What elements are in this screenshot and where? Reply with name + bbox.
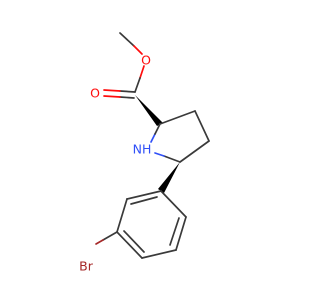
atom-label-carbonyl-oxygen: O <box>90 86 100 101</box>
bond-carbonyl-double-b-red <box>103 95 121 98</box>
bond-c-br <box>102 231 118 241</box>
bond-c3-c4 <box>194 110 210 142</box>
bond-n-c2-blue <box>150 133 156 143</box>
atom-label-bromine: Br <box>79 259 94 274</box>
bond-ar5-ar6 <box>175 216 187 251</box>
atom-label-nitrogen: NH <box>133 142 152 157</box>
bond-ar2-ar3 <box>116 198 128 233</box>
molecule-structure: O O NH Br <box>79 32 210 274</box>
bond-n-c2 <box>154 123 161 135</box>
bond-c2-c3 <box>159 110 196 125</box>
bond-ar1-ar2-inner <box>130 196 158 205</box>
bond-c5-n <box>163 155 181 163</box>
bond-methyl-o-red <box>133 45 143 55</box>
bond-ar5-ar6-inner <box>169 217 180 246</box>
bond-methyl-o <box>119 32 135 47</box>
bond-ar6-ar1 <box>160 190 187 218</box>
bond-ar4-ar5 <box>141 249 177 259</box>
bond-ar1-ar2 <box>126 190 162 200</box>
bond-c-br-colored <box>95 239 104 245</box>
wedge-bond-c5 <box>158 162 180 193</box>
bond-o-carbonylc <box>134 77 141 93</box>
bond-ar3-ar4 <box>116 231 143 259</box>
wedge-bond-c2 <box>135 95 163 126</box>
bond-carbonyl-double-a <box>119 90 136 93</box>
atom-label-ester-oxygen: O <box>141 53 151 68</box>
bond-c4-c5 <box>179 140 210 163</box>
bond-ar3-ar4-inner <box>123 230 145 253</box>
bond-carbonyl-double-a-red <box>103 89 121 92</box>
bond-carbonyl-double-b <box>119 96 135 99</box>
bond-c5-n-blue <box>154 152 165 157</box>
bond-o-carbonylc-red <box>139 65 145 79</box>
